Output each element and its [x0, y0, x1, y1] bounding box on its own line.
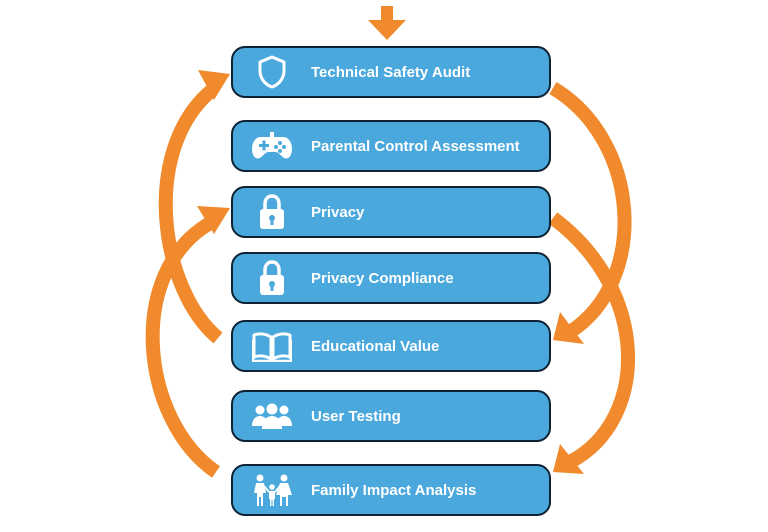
flow-arrow-privacy-to-family: [548, 212, 636, 469]
step-label: Family Impact Analysis: [311, 481, 477, 499]
lock-icon: [249, 192, 295, 232]
shield-icon: [249, 52, 295, 92]
step-user-testing: User Testing: [231, 390, 551, 442]
step-privacy: Privacy: [231, 186, 551, 238]
book-icon: [249, 326, 295, 366]
step-label: Educational Value: [311, 337, 440, 355]
family-icon: [249, 470, 295, 510]
flow-arrow-family-to-privacy: [145, 215, 221, 478]
step-label: Technical Safety Audit: [311, 63, 471, 81]
arrowhead-technical: [198, 70, 230, 100]
gamepad-icon: [249, 126, 295, 166]
step-label: Privacy: [311, 203, 365, 221]
step-parental-control-assessment: Parental Control Assessment: [231, 120, 551, 172]
entry-arrow-head: [368, 20, 406, 40]
arrowhead-educational: [553, 312, 584, 344]
step-educational-value: Educational Value: [231, 320, 551, 372]
users-icon: [249, 396, 295, 436]
flow-arrow-educational-to-technical: [158, 84, 223, 344]
entry-arrow-shaft: [381, 6, 393, 22]
arrowhead-privacy: [197, 206, 230, 234]
step-label: User Testing: [311, 407, 401, 425]
arrowhead-family: [553, 444, 584, 474]
step-privacy-compliance: Privacy Compliance: [231, 252, 551, 304]
lock-icon: [249, 258, 295, 298]
step-label: Parental Control Assessment: [311, 137, 520, 155]
flow-arrow-technical-to-educational: [549, 81, 632, 338]
step-technical-safety-audit: Technical Safety Audit: [231, 46, 551, 98]
step-family-impact-analysis: Family Impact Analysis: [231, 464, 551, 516]
step-label: Privacy Compliance: [311, 269, 454, 287]
